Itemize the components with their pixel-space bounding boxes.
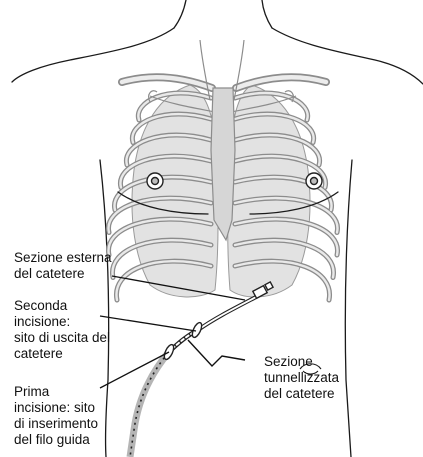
neck-right — [262, 0, 272, 28]
label-first-incision: Prima incisione: sito di inserimento del… — [14, 384, 102, 447]
arm-right — [345, 160, 352, 457]
label-tunneled-section: Sezione tunnellizzata del catetere — [264, 354, 343, 401]
guide-wire-track — [130, 353, 168, 457]
neck-left — [174, 0, 186, 28]
sternum — [211, 88, 235, 240]
label-second-incision: Seconda incisione: sito di uscita del ca… — [14, 298, 114, 361]
jugular-left — [200, 40, 210, 100]
leader-second — [100, 316, 196, 331]
arm-left — [100, 160, 109, 457]
tunneled-section-bracket — [188, 340, 245, 366]
clavicles — [122, 77, 326, 88]
label-external-section: Sezione esterna del catetere — [14, 250, 115, 281]
